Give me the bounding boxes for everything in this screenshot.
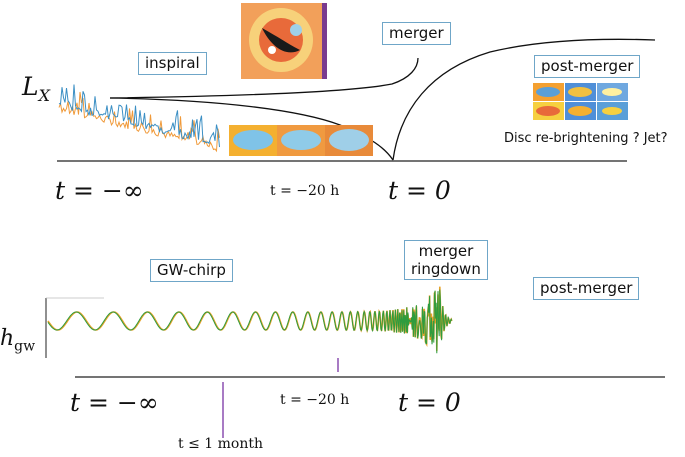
bottom-tick-minus-infinity: t = −∞ xyxy=(70,388,159,417)
simulation-snapshots-post-merger xyxy=(533,83,628,120)
merger-ringdown-line2: ringdown xyxy=(411,260,481,278)
post-merger-label-top: post-merger xyxy=(534,55,641,78)
post-merger-caption: Disc re-brightening ? Jet? xyxy=(504,131,668,146)
gw-waveform-green xyxy=(47,289,453,354)
bottom-tick-one-month: t ≤ 1 month xyxy=(178,436,263,452)
simulation-snapshots-row-top xyxy=(229,125,373,156)
luminosity-curve-lower xyxy=(109,97,394,161)
luminosity-curve-post-merger xyxy=(392,38,656,161)
top-tick-zero: t = 0 xyxy=(388,176,451,205)
top-tick-minus-20h: t = −20 h xyxy=(270,183,340,199)
simulation-snapshot-inspiral xyxy=(241,3,327,79)
merger-label-top: merger xyxy=(382,22,451,45)
light-curve-blue xyxy=(58,84,220,148)
top-tick-minus-infinity: t = −∞ xyxy=(55,176,144,205)
merger-ringdown-label: merger ringdown xyxy=(404,240,488,280)
light-curve-orange xyxy=(58,91,220,153)
top-ylabel: LX xyxy=(22,72,50,105)
bottom-tick-zero: t = 0 xyxy=(398,388,461,417)
gw-chirp-label: GW-chirp xyxy=(150,259,233,282)
post-merger-label-bottom: post-merger xyxy=(533,277,640,300)
merger-ringdown-line1: merger xyxy=(418,242,474,260)
luminosity-curve-upper xyxy=(109,57,419,99)
inspiral-label: inspiral xyxy=(138,52,207,75)
bottom-ylabel: hgw xyxy=(0,326,36,355)
bottom-tick-minus-20h: t = −20 h xyxy=(280,392,350,408)
gw-waveform-orange xyxy=(47,286,453,352)
